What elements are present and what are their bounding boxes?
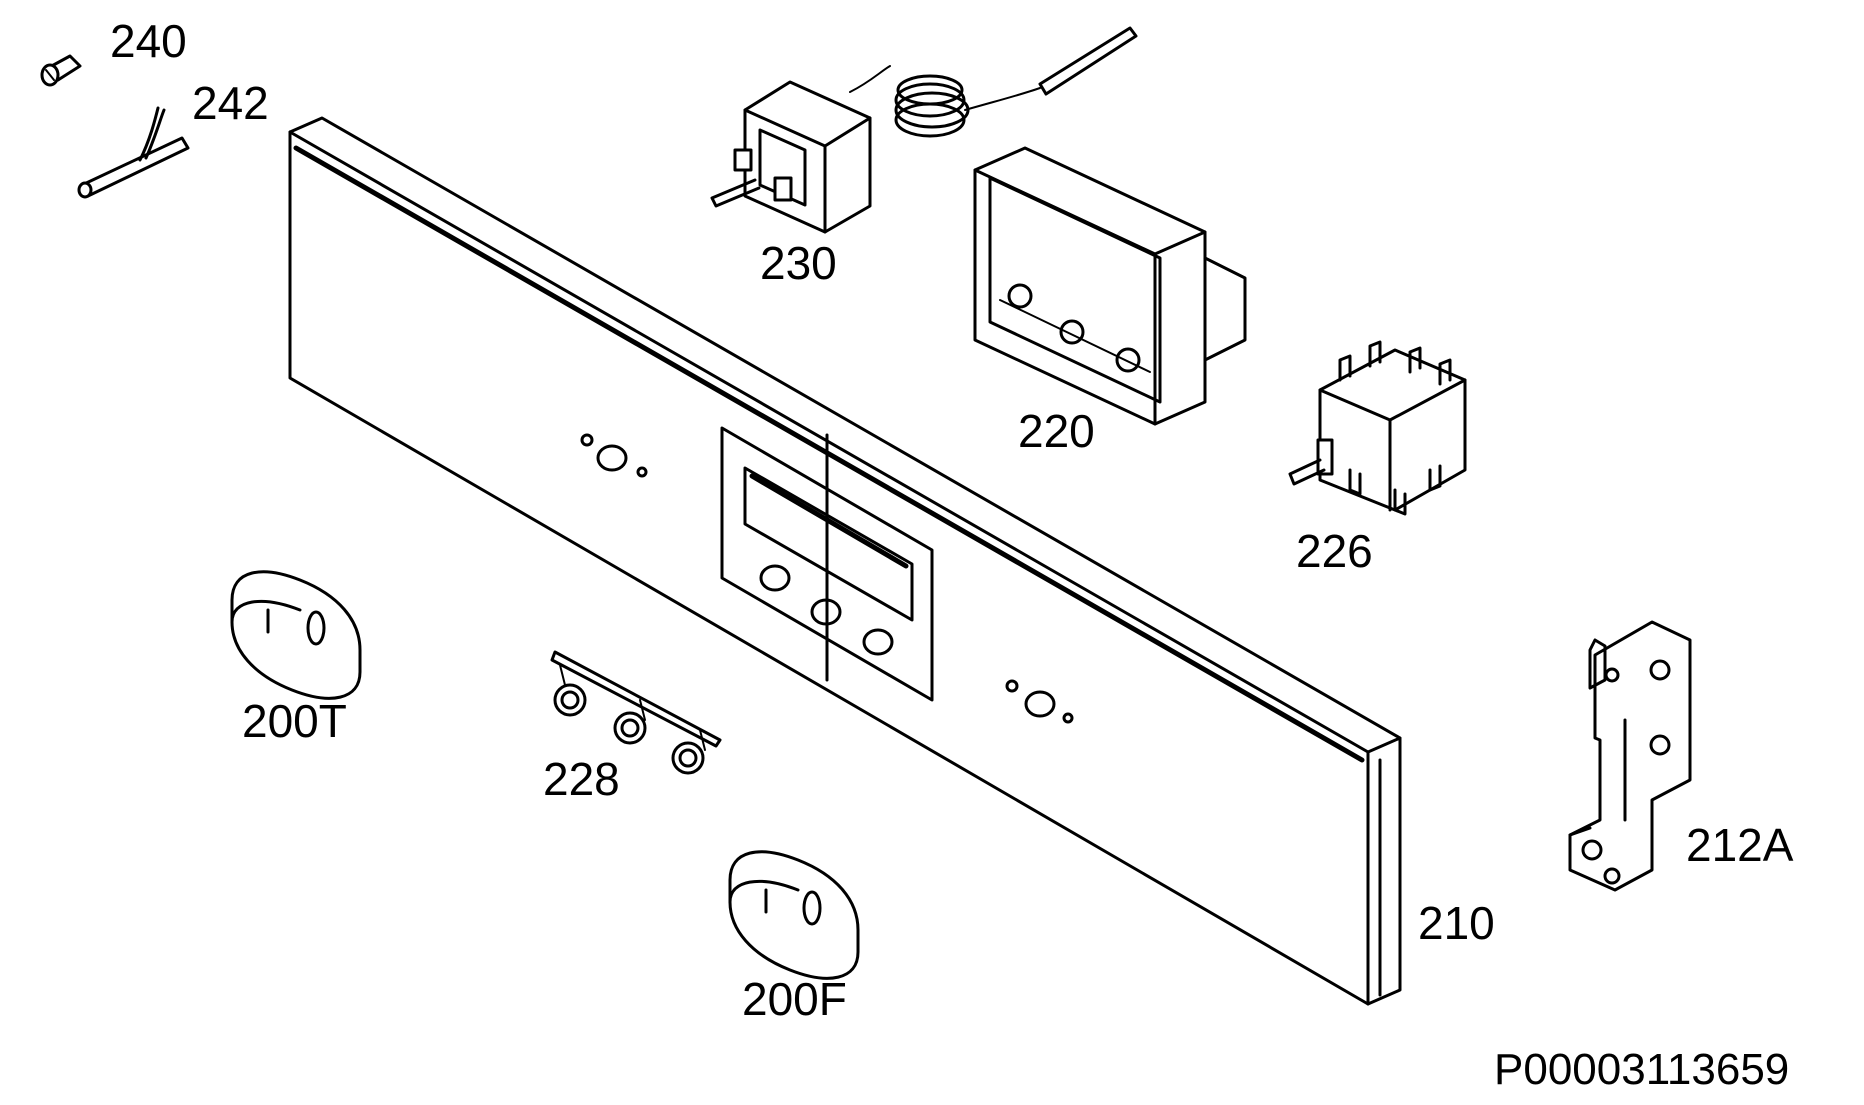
label-228: 228 bbox=[543, 753, 620, 805]
part-212A-bracket bbox=[1568, 620, 1692, 892]
part-228-push-buttons bbox=[550, 650, 722, 775]
part-210-control-panel bbox=[288, 116, 1402, 1006]
part-230-thermostat bbox=[710, 26, 1138, 234]
drawing-code: P00003113659 bbox=[1494, 1045, 1790, 1094]
part-240-screw bbox=[40, 54, 82, 87]
part-220-display-housing bbox=[973, 146, 1247, 426]
label-200F: 200F bbox=[742, 973, 847, 1025]
label-212A: 212A bbox=[1686, 819, 1794, 871]
part-200T-knob bbox=[230, 570, 362, 700]
part-200F-knob bbox=[728, 850, 860, 980]
part-226-selector-switch bbox=[1288, 340, 1467, 516]
label-242: 242 bbox=[192, 77, 269, 129]
label-230: 230 bbox=[760, 237, 837, 289]
label-200T: 200T bbox=[242, 695, 347, 747]
label-220: 220 bbox=[1018, 405, 1095, 457]
label-226: 226 bbox=[1296, 525, 1373, 577]
label-210: 210 bbox=[1418, 897, 1495, 949]
part-242-sensor-probe bbox=[77, 106, 190, 199]
label-240: 240 bbox=[110, 15, 187, 67]
